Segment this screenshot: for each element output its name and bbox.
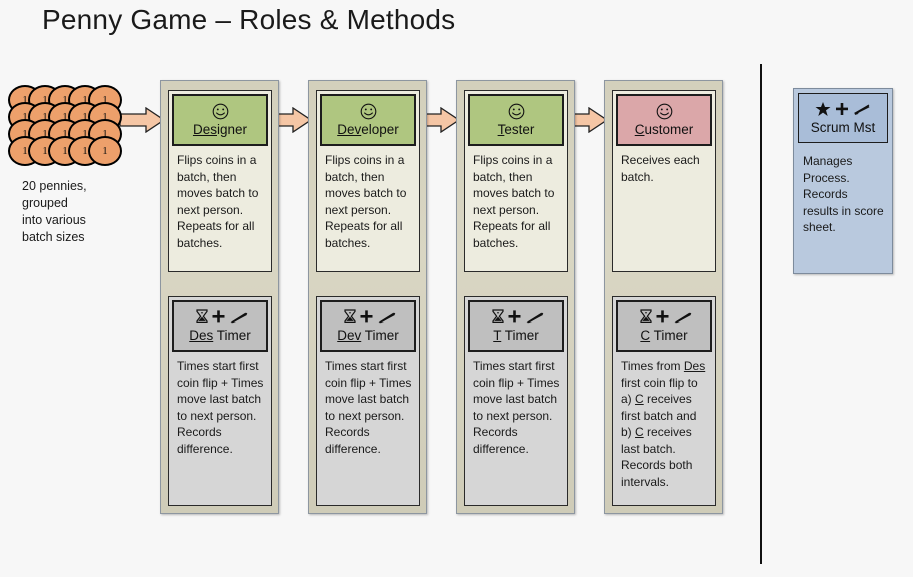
hourglass-plus-pen-icon xyxy=(635,309,693,326)
role-header-designer: Designer xyxy=(172,94,268,146)
hourglass-plus-pen-icon xyxy=(191,309,249,326)
scrum-master-body: Manages Process. Records results in scor… xyxy=(803,154,884,234)
hourglass-plus-pen-icon xyxy=(487,309,545,326)
caption-line: 20 pennies, xyxy=(22,179,87,193)
timer-header-developer: Dev Timer xyxy=(320,300,416,352)
smiley-icon xyxy=(212,103,229,120)
timer-body-customer: Times from Des first coin flip to a) C r… xyxy=(621,359,706,489)
role-body-tester: Flips coins in a batch, then moves batch… xyxy=(473,153,555,250)
role-label-developer: Developer xyxy=(337,121,399,137)
scrum-master-header: Scrum Mst xyxy=(798,93,888,143)
role-body-customer: Receives each batch. xyxy=(621,153,700,184)
role-label-designer: Designer xyxy=(192,121,248,137)
timer-body-designer: Times start first coin flip + Times move… xyxy=(177,359,264,456)
caption-line: into various xyxy=(22,213,86,227)
smiley-icon xyxy=(508,103,525,120)
role-header-tester: Tester xyxy=(468,94,564,146)
smiley-icon xyxy=(360,103,377,120)
timer-header-tester: T Timer xyxy=(468,300,564,352)
scrum-master-label: Scrum Mst xyxy=(810,120,876,135)
penny-stack-caption: 20 pennies, grouped into various batch size… xyxy=(22,178,152,246)
caption-line: grouped xyxy=(22,196,68,210)
timer-label-developer: Dev Timer xyxy=(337,327,399,343)
arrow-to-designer xyxy=(119,106,166,134)
timer-label-customer: C Timer xyxy=(640,327,688,343)
timer-label-designer: Des Timer xyxy=(189,327,251,343)
timer-body-developer: Times start first coin flip + Times move… xyxy=(325,359,412,456)
timer-header-customer: C Timer xyxy=(616,300,712,352)
timer-header-designer: Des Timer xyxy=(172,300,268,352)
caption-line: batch sizes xyxy=(22,230,85,244)
role-body-designer: Flips coins in a batch, then moves batch… xyxy=(177,153,259,250)
star-plus-pen-icon xyxy=(815,101,871,117)
scrum-master-panel[interactable]: Scrum Mst Manages Process. Records resul… xyxy=(793,88,893,274)
role-header-developer: Developer xyxy=(320,94,416,146)
role-body-developer: Flips coins in a batch, then moves batch… xyxy=(325,153,407,250)
timer-body-tester: Times start first coin flip + Times move… xyxy=(473,359,560,456)
vertical-divider xyxy=(760,64,762,564)
page-title: Penny Game – Roles & Methods xyxy=(42,4,456,35)
smiley-icon xyxy=(656,103,673,120)
role-label-customer: Customer xyxy=(634,121,694,137)
hourglass-plus-pen-icon xyxy=(339,309,397,326)
role-header-customer: Customer xyxy=(616,94,712,146)
timer-label-tester: T Timer xyxy=(493,327,539,343)
penny-coin: 1 xyxy=(88,136,122,166)
role-label-tester: Tester xyxy=(497,121,535,137)
